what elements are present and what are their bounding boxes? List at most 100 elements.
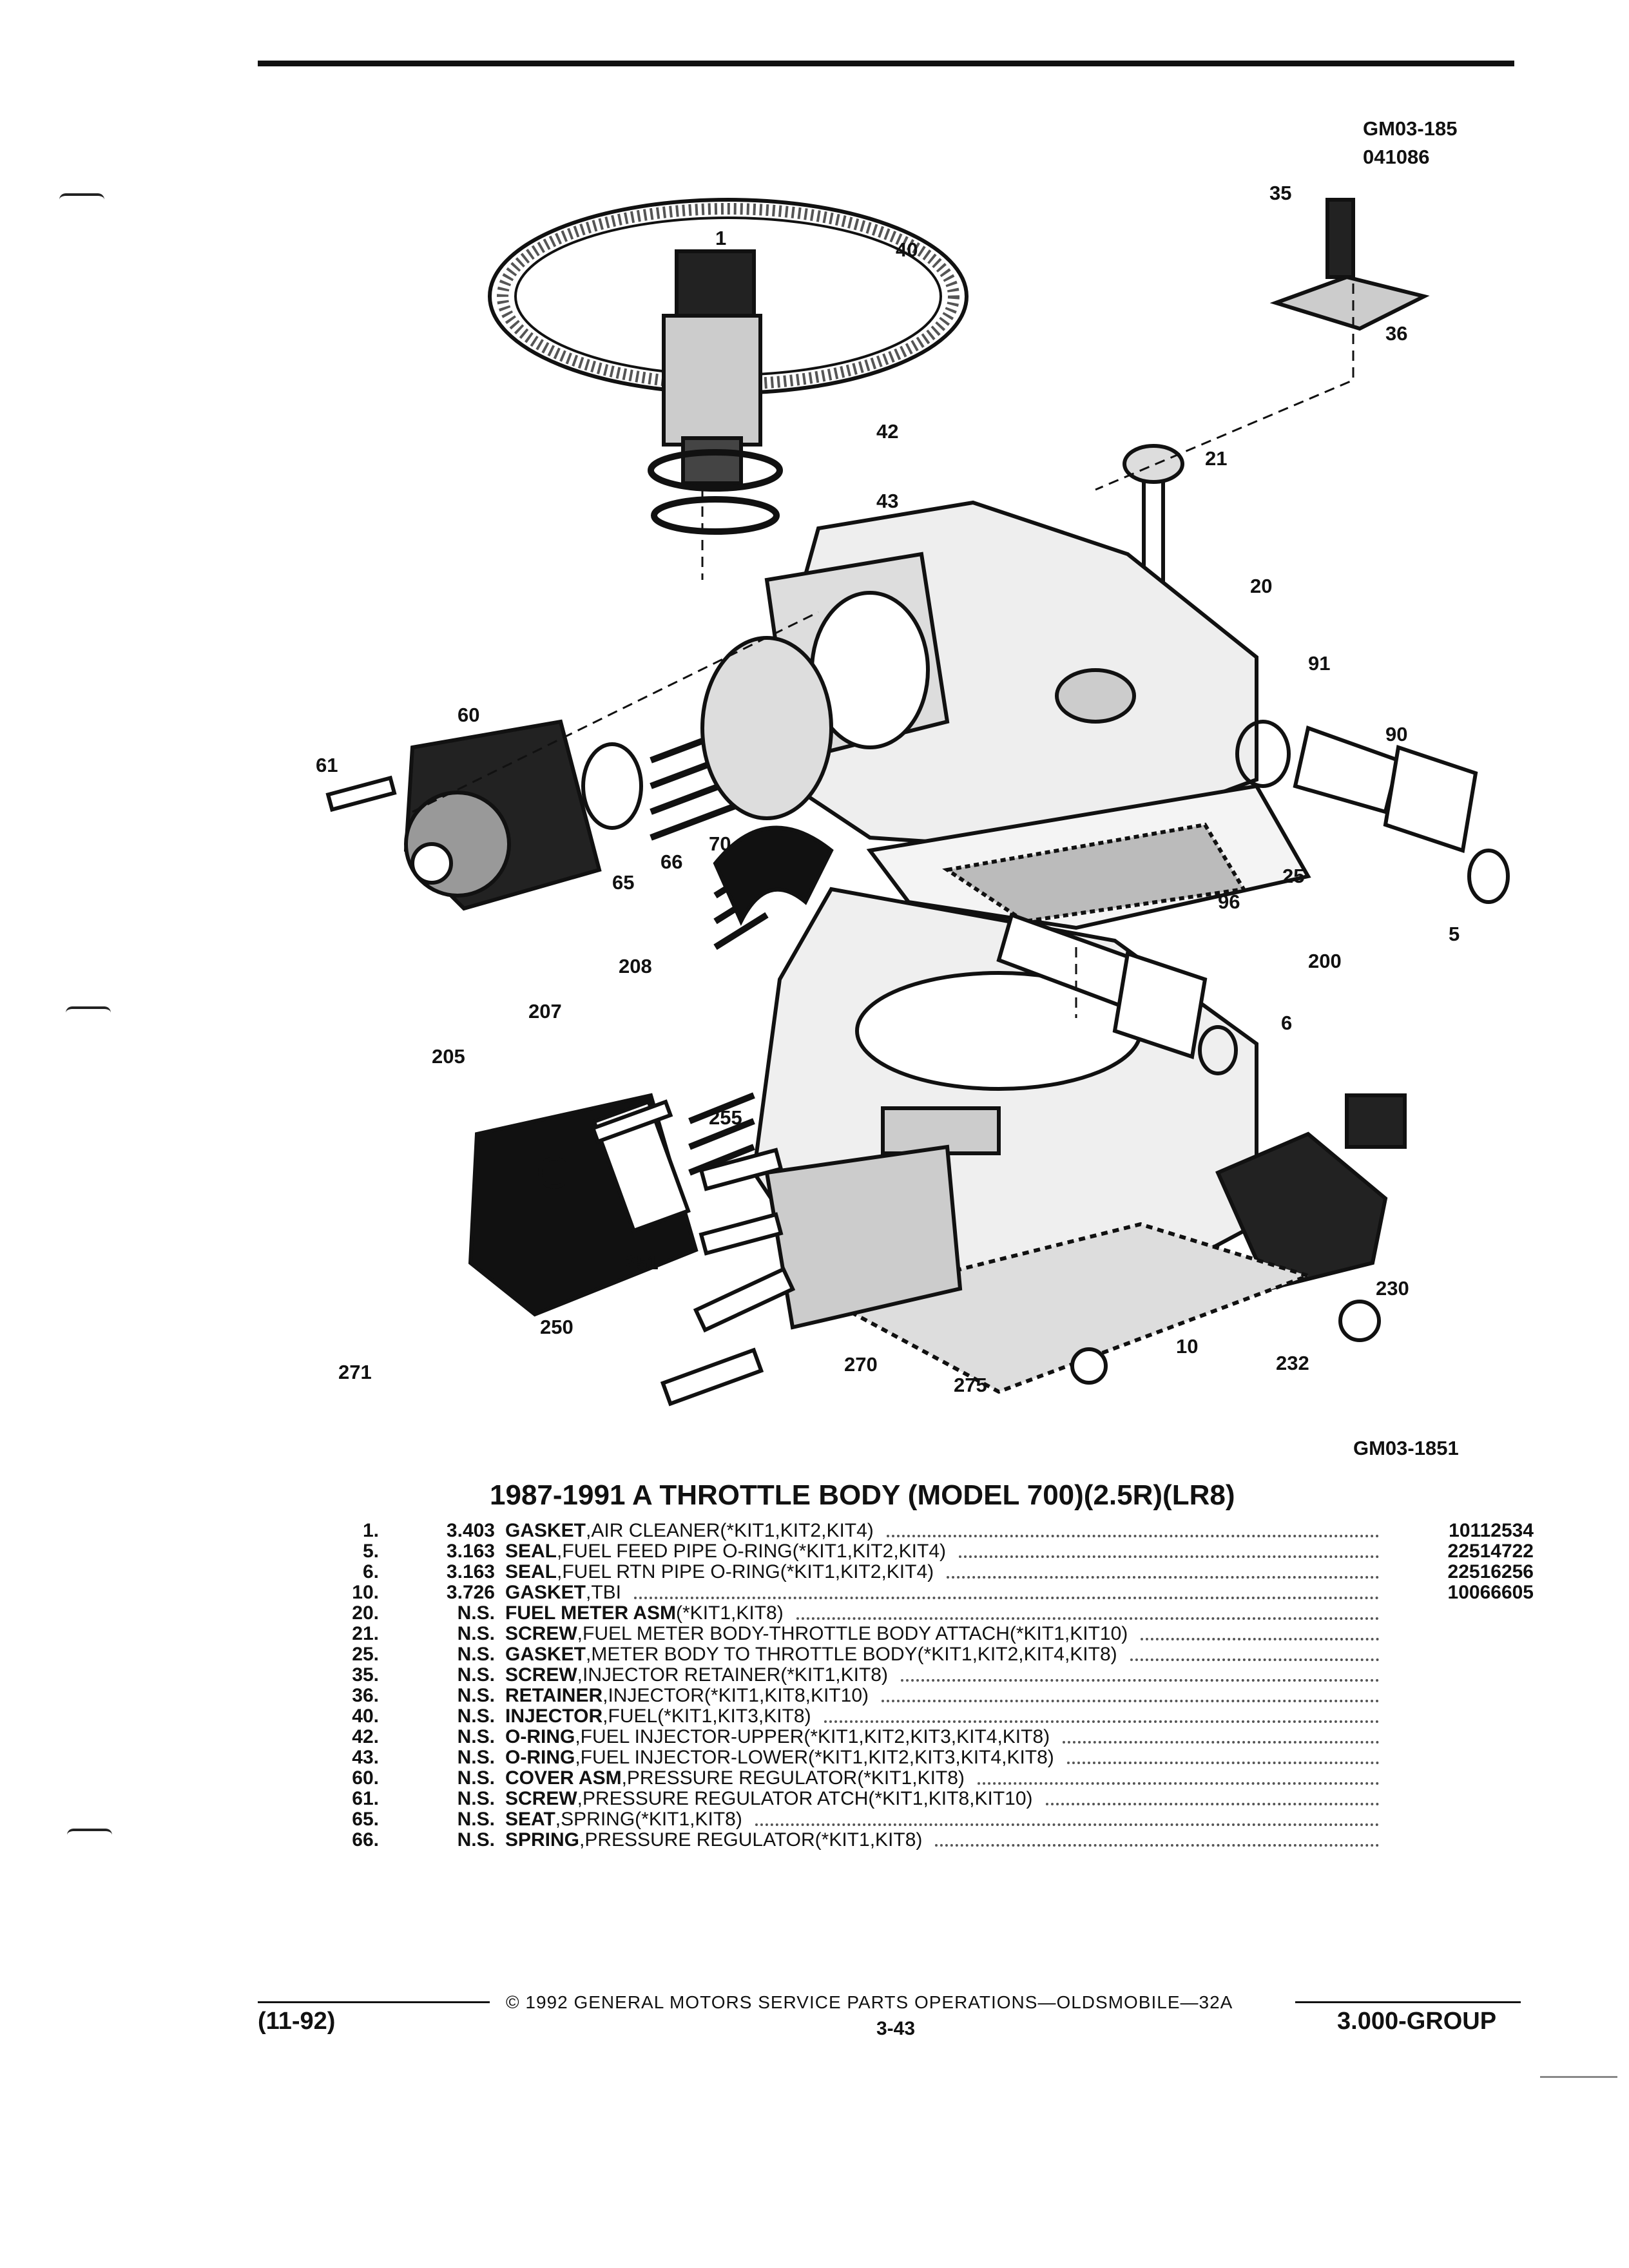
part-row: 40. N.S. INJECTOR,FUEL(*KIT1,KIT3,KIT8) xyxy=(284,1706,1534,1727)
part-row: 43.N.S.O-RING,FUEL INJECTOR-LOWER(*KIT1,… xyxy=(284,1747,1534,1768)
part-ref: N.S. xyxy=(457,1726,495,1747)
revision-date: (11-92) xyxy=(258,2008,336,2035)
part-detail: ,FUEL INJECTOR-UPPER(*KIT1,KIT2,KIT3,KIT… xyxy=(575,1726,1050,1747)
part-ref: N.S. xyxy=(457,1788,495,1809)
part-detail: ,FUEL METER BODY-THROTTLE BODY ATTACH(*K… xyxy=(577,1623,1128,1644)
callout-61: 61 xyxy=(316,754,338,776)
leader-dots xyxy=(1067,1762,1379,1764)
leader-dots xyxy=(978,1782,1379,1785)
part-description: RETAINER,INJECTOR(*KIT1,KIT8,KIT10) xyxy=(505,1686,869,1706)
part-name: GASKET xyxy=(505,1520,586,1541)
part-description: SEAL,FUEL FEED PIPE O-RING(*KIT1,KIT2,KI… xyxy=(505,1541,946,1562)
part-number: 61. xyxy=(352,1788,379,1809)
part-ref: N.S. xyxy=(457,1829,495,1850)
part-number: 60. xyxy=(352,1767,379,1789)
part-ref: N.S. xyxy=(457,1644,495,1665)
leader-dots xyxy=(935,1844,1379,1847)
callout-270: 270 xyxy=(844,1353,878,1376)
part-row: 61. N.S. SCREW,PRESSURE REGULATOR ATCH(*KI… xyxy=(284,1789,1534,1809)
part-detail: ,INJECTOR RETAINER(*KIT1,KIT8) xyxy=(577,1664,888,1686)
part-detail: ,AIR CLEANER(*KIT1,KIT2,KIT4) xyxy=(586,1520,874,1541)
part-number: 40. xyxy=(352,1706,379,1727)
callout-205: 205 xyxy=(432,1045,465,1068)
part-detail: ,FUEL(*KIT1,KIT3,KIT8) xyxy=(602,1706,811,1727)
part-name: O-RING xyxy=(505,1726,575,1747)
part-description: O-RING,FUEL INJECTOR-LOWER(*KIT1,KIT2,KI… xyxy=(505,1747,1054,1768)
part-ref: N.S. xyxy=(457,1809,495,1830)
part-detail: ,FUEL INJECTOR-LOWER(*KIT1,KIT2,KIT3,KIT… xyxy=(575,1747,1054,1768)
callout-20: 20 xyxy=(1250,575,1272,597)
part-code: 22516256 xyxy=(1447,1561,1534,1582)
part-name: COVER ASM xyxy=(505,1767,622,1789)
part-ref: N.S. xyxy=(457,1685,495,1706)
footer-rule-left xyxy=(258,2001,490,2003)
corner-mark xyxy=(1540,2076,1617,2078)
part-description: SEAT,SPRING(*KIT1,KIT8) xyxy=(505,1809,742,1830)
part-detail: ,PRESSURE REGULATOR ATCH(*KIT1,KIT8,KIT1… xyxy=(577,1788,1033,1809)
diagram-date-code: 041086 xyxy=(1363,146,1430,168)
callout-42: 42 xyxy=(876,420,898,443)
margin-mark xyxy=(59,193,104,200)
copyright-line: © 1992 GENERAL MOTORS SERVICE PARTS OPER… xyxy=(506,1992,1233,2012)
part-number: 65. xyxy=(352,1809,379,1830)
callout-96: 96 xyxy=(1218,890,1240,913)
leader-dots xyxy=(901,1679,1379,1682)
part-ref: N.S. xyxy=(457,1706,495,1727)
callout-91: 91 xyxy=(1308,652,1330,675)
part-name: FUEL METER ASM xyxy=(505,1602,677,1624)
callout-36: 36 xyxy=(1385,322,1407,345)
callout-250: 250 xyxy=(540,1316,574,1338)
part-row: 21.N.S.SCREW,FUEL METER BODY-THROTTLE BO… xyxy=(284,1624,1534,1644)
leader-dots xyxy=(959,1555,1379,1558)
part-number: 42. xyxy=(352,1726,379,1747)
part-name: SPRING xyxy=(505,1829,580,1850)
part-ref: N.S. xyxy=(457,1623,495,1644)
part-ref: N.S. xyxy=(457,1602,495,1624)
part-code: 10066605 xyxy=(1447,1582,1534,1603)
leader-dots xyxy=(1141,1638,1379,1640)
page-number: 3-43 xyxy=(876,2018,916,2039)
part-ref: N.S. xyxy=(457,1747,495,1768)
callout-21: 21 xyxy=(1205,447,1227,470)
part-ref: 3.163 xyxy=(446,1541,495,1562)
part-number: 10. xyxy=(352,1582,379,1603)
part-description: GASKET,METER BODY TO THROTTLE BODY(*KIT1… xyxy=(505,1644,1117,1665)
part-row: 35.N.S.SCREW,INJECTOR RETAINER(*KIT1,KIT… xyxy=(284,1665,1534,1686)
callout-25: 25 xyxy=(1282,865,1304,887)
callout-271: 271 xyxy=(338,1361,372,1383)
leader-dots xyxy=(1046,1803,1379,1805)
figure-code: GM03-1851 xyxy=(1353,1437,1459,1459)
part-ref: N.S. xyxy=(457,1767,495,1789)
margin-mark xyxy=(66,1006,111,1013)
part-number: 66. xyxy=(352,1829,379,1850)
leader-dots xyxy=(887,1535,1379,1537)
part-code: 22514722 xyxy=(1447,1541,1534,1562)
callout-200: 200 xyxy=(1308,950,1342,972)
part-name: RETAINER xyxy=(505,1685,603,1706)
part-detail: ,SPRING(*KIT1,KIT8) xyxy=(555,1809,742,1830)
part-description: SEAL,FUEL RTN PIPE O-RING(*KIT1,KIT2,KIT… xyxy=(505,1562,934,1582)
part-name: GASKET xyxy=(505,1582,586,1603)
callout-230: 230 xyxy=(1376,1277,1409,1300)
part-description: SPRING,PRESSURE REGULATOR(*KIT1,KIT8) xyxy=(505,1830,922,1850)
group-label: 3.000-GROUP xyxy=(1337,2008,1497,2035)
callout-1: 1 xyxy=(715,227,726,249)
part-description: INJECTOR,FUEL(*KIT1,KIT3,KIT8) xyxy=(505,1706,811,1727)
part-detail: ,FUEL RTN PIPE O-RING(*KIT1,KIT2,KIT4) xyxy=(557,1561,934,1582)
part-ref: 3.726 xyxy=(446,1582,495,1603)
part-name: O-RING xyxy=(505,1747,575,1768)
part-row: 42. N.S. O-RING,FUEL INJECTOR-UPPER(*KIT1,… xyxy=(284,1727,1534,1747)
part-ref: 3.163 xyxy=(446,1561,495,1582)
throttle-body-exploded-diagram: 1 40 35 36 42 21 43 20 91 60 90 61 66 70… xyxy=(316,182,1510,1407)
part-code: 10112534 xyxy=(1449,1520,1534,1541)
part-description: SCREW,PRESSURE REGULATOR ATCH(*KIT1,KIT8… xyxy=(505,1789,1033,1809)
part-detail: ,PRESSURE REGULATOR(*KIT1,KIT8) xyxy=(621,1767,965,1789)
part-description: GASKET,AIR CLEANER(*KIT1,KIT2,KIT4) xyxy=(505,1521,874,1541)
part-row: 60. N.S. COVER ASM,PRESSURE REGULATOR(*KIT… xyxy=(284,1768,1534,1789)
callout-275: 275 xyxy=(954,1374,987,1396)
leader-dots xyxy=(634,1597,1379,1599)
